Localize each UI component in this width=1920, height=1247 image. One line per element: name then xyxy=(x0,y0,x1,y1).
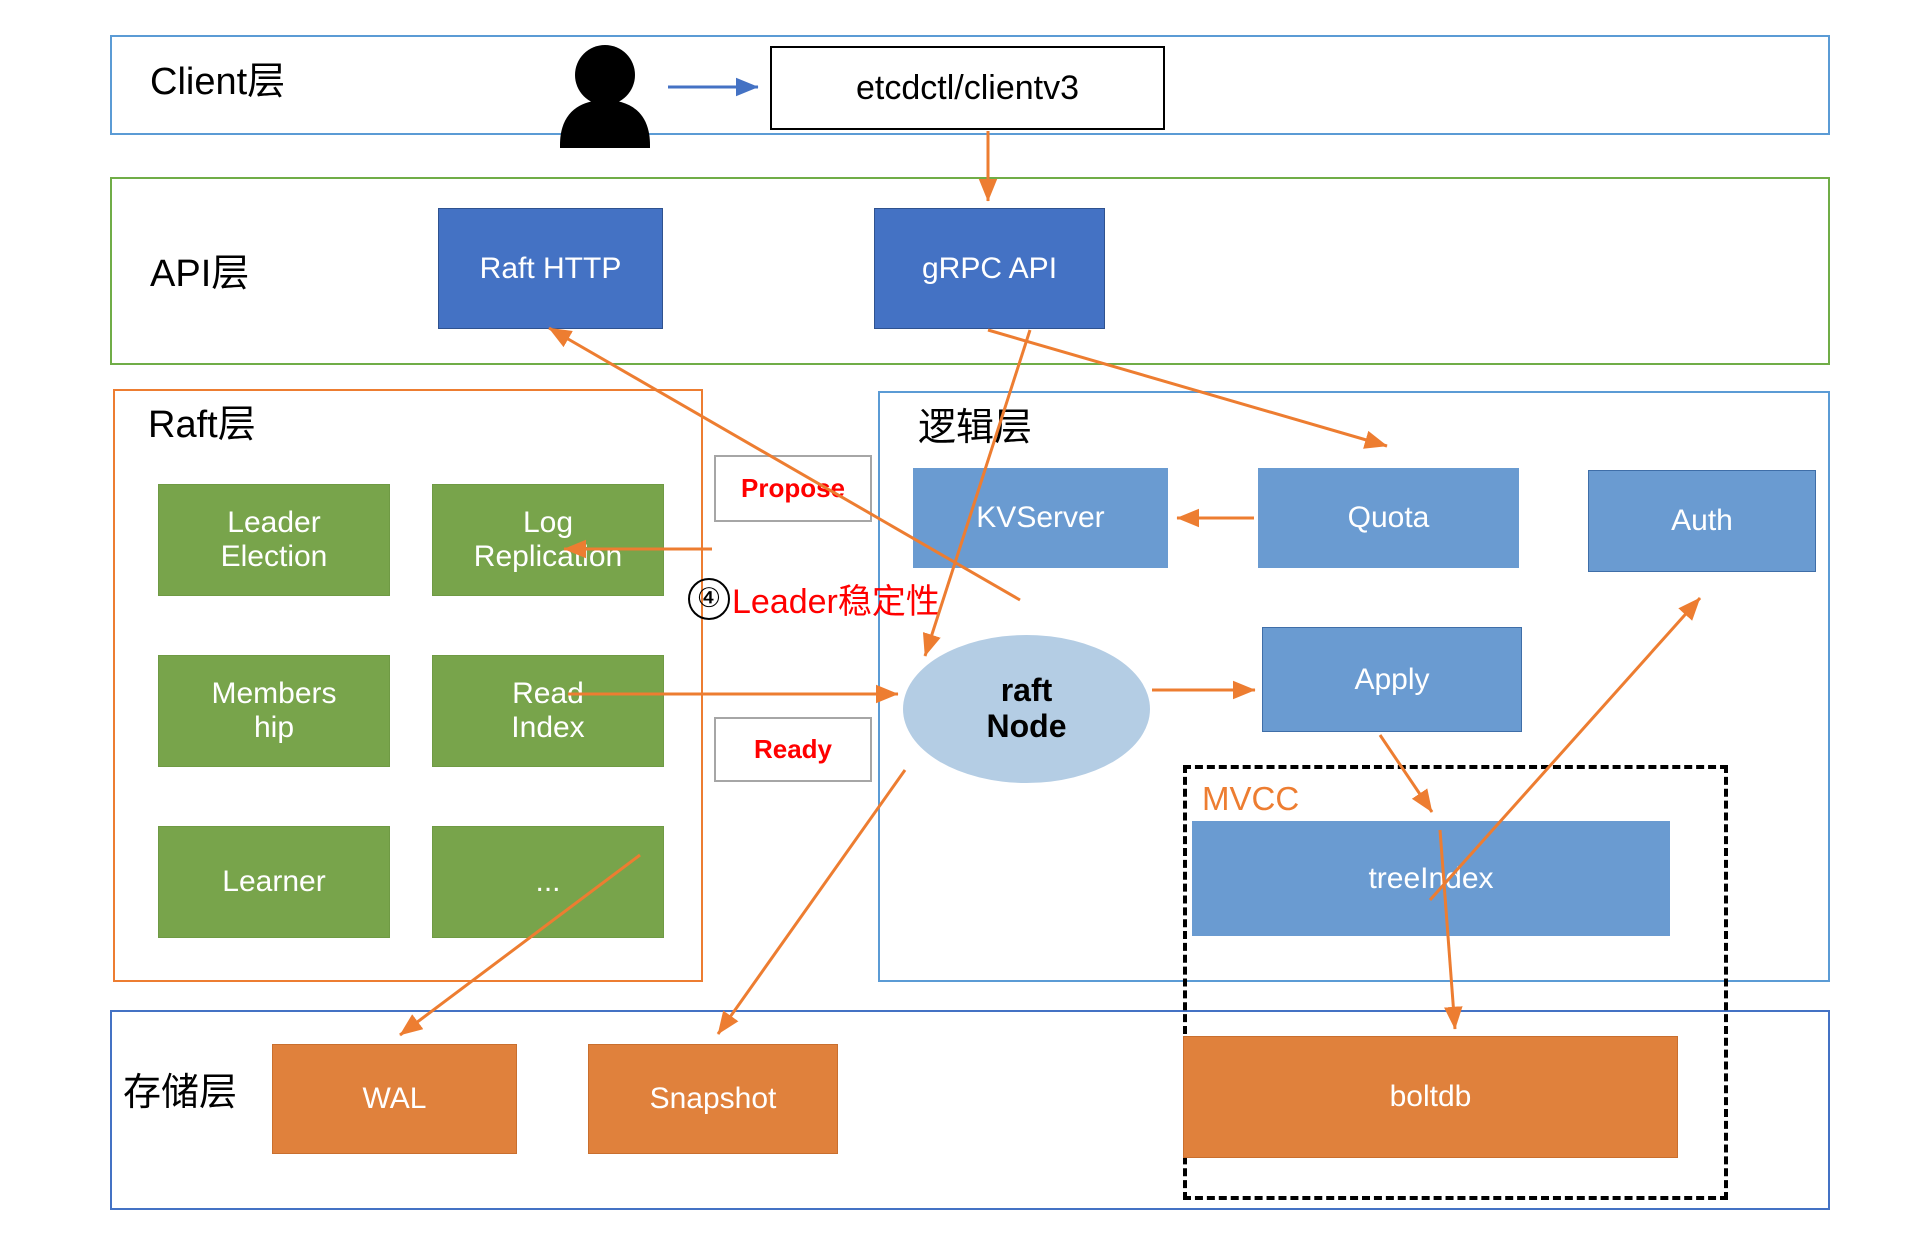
node-membership[interactable]: Members hip xyxy=(158,655,390,767)
node-raft-node[interactable]: raft Node xyxy=(903,635,1150,783)
mvcc-label: MVCC xyxy=(1202,780,1300,817)
annotation-leader-stability-label: Leader稳定性 xyxy=(732,583,940,621)
node-boltdb[interactable]: boltdb xyxy=(1183,1036,1678,1158)
layer-title-api: API层 xyxy=(150,253,250,295)
node-auth[interactable]: Auth xyxy=(1588,470,1816,572)
node-leader-election[interactable]: Leader Election xyxy=(158,484,390,596)
node-treeindex[interactable]: treeIndex xyxy=(1192,821,1670,936)
node-apply[interactable]: Apply xyxy=(1262,627,1522,732)
node-wal[interactable]: WAL xyxy=(272,1044,517,1154)
node-quota[interactable]: Quota xyxy=(1258,468,1519,568)
layer-title-client: Client层 xyxy=(150,61,286,103)
node-kvserver[interactable]: KVServer xyxy=(913,468,1168,568)
tag-ready: Ready xyxy=(714,717,872,782)
node-learner[interactable]: Learner xyxy=(158,826,390,938)
layer-title-raft: Raft层 xyxy=(148,404,256,446)
annotation-number-circle: ④ xyxy=(688,577,730,620)
layer-title-logic: 逻辑层 xyxy=(918,407,1033,449)
node-grpc-api[interactable]: gRPC API xyxy=(874,208,1105,329)
node-read-index[interactable]: Read Index xyxy=(432,655,664,767)
layer-title-storage: 存储层 xyxy=(123,1072,238,1114)
tag-propose: Propose xyxy=(714,455,872,522)
node-raft-http[interactable]: Raft HTTP xyxy=(438,208,663,329)
node-ellipsis[interactable]: ... xyxy=(432,826,664,938)
node-log-replication[interactable]: Log Replication xyxy=(432,484,664,596)
node-etcdctl[interactable]: etcdctl/clientv3 xyxy=(770,46,1165,130)
annotation-leader-stability: ④ Leader稳定性 xyxy=(688,574,940,623)
node-snapshot[interactable]: Snapshot xyxy=(588,1044,838,1154)
